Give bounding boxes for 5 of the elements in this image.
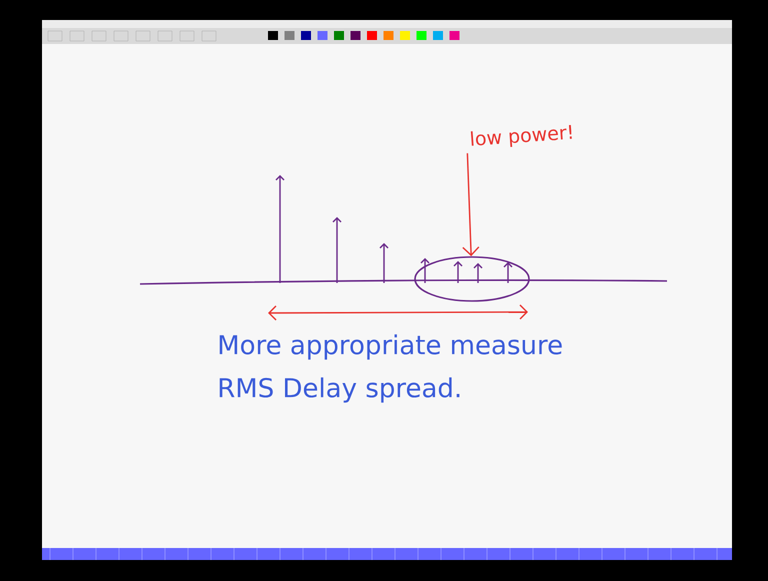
ellipse xyxy=(414,256,530,302)
handwritten-text: RMS Delay spread. xyxy=(220,377,460,403)
handwritten-text: More appropriate measure xyxy=(220,334,562,360)
arrow xyxy=(462,153,480,256)
handwritten-note: low power! xyxy=(470,124,572,148)
